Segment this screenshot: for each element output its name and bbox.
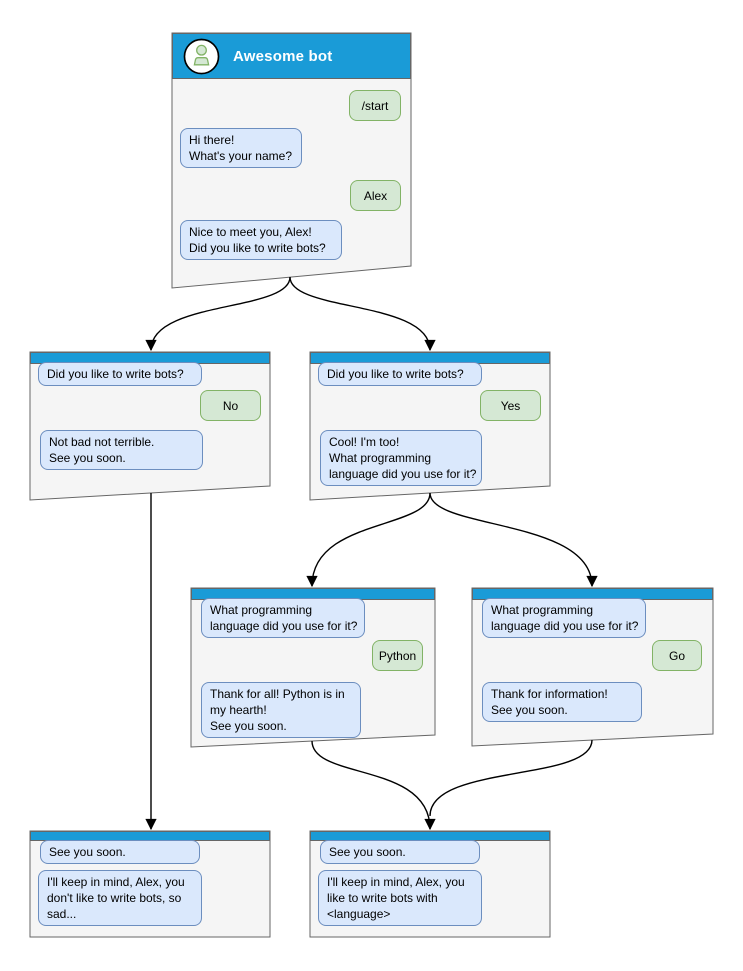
connector-go-to-end-yes [429,739,593,817]
bot-message-question: Did you like to write bots? [318,362,482,386]
main-chat-window: Awesome bot /start Hi there! What's your… [172,33,411,288]
bot-message-greeting: Hi there! What's your name? [180,128,302,168]
bot-message-reply: Cool! I'm too! What programming language… [320,430,482,486]
connector-main-to-branch-no [145,276,291,352]
connector-yes-to-python [306,492,431,588]
main-window-titlebar: Awesome bot [172,33,411,79]
connector-main-to-branch-yes [289,276,436,352]
bot-message-intro: See you soon. [320,840,480,864]
bot-avatar-person-icon [183,38,220,74]
end-no-window: See you soon. I'll keep in mind, Alex, y… [30,831,270,937]
branch-yes-window: Did you like to write bots? Yes Cool! I'… [310,352,550,500]
user-message-yes: Yes [480,390,541,421]
bot-message-question: Did you like to write bots? [38,362,202,386]
bot-message-question: What programming language did you use fo… [201,598,365,638]
user-message-no: No [200,390,261,421]
user-message-start: /start [349,90,401,121]
user-message-python: Python [372,640,423,671]
bot-message-summary: I'll keep in mind, Alex, you don't like … [38,870,202,926]
end-yes-window: See you soon. I'll keep in mind, Alex, y… [310,831,550,937]
bot-message-reply: Thank for all! Python is in my hearth! S… [201,682,361,738]
bot-message-summary: I'll keep in mind, Alex, you like to wri… [318,870,482,926]
user-message-name: Alex [350,180,401,211]
branch-go-window: What programming language did you use fo… [472,588,713,746]
bot-message-intro: See you soon. [40,840,200,864]
bot-message-question: What programming language did you use fo… [482,598,646,638]
connector-python-to-end-yes [311,740,436,831]
user-message-go: Go [652,640,702,671]
branch-python-window: What programming language did you use fo… [191,588,435,747]
branch-no-window: Did you like to write bots? No Not bad n… [30,352,270,500]
bot-message-question: Nice to meet you, Alex! Did you like to … [180,220,342,260]
connector-yes-to-go [429,492,598,588]
bot-title: Awesome bot [233,47,333,65]
bot-message-reply: Not bad not terrible. See you soon. [40,430,203,470]
bot-message-reply: Thank for information! See you soon. [482,682,642,722]
